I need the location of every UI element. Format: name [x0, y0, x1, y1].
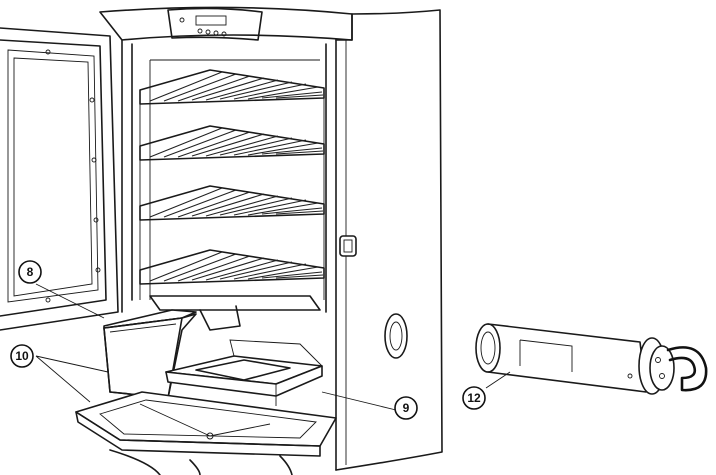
leader-8 — [35, 283, 105, 319]
control-button-icon — [197, 28, 203, 34]
rack-3 — [139, 185, 325, 221]
chip-chute — [199, 305, 241, 331]
control-button-icon — [179, 17, 185, 23]
rack-2 — [139, 125, 325, 161]
door-window — [7, 49, 99, 303]
control-button-icon — [213, 30, 219, 36]
leader-10 — [35, 355, 109, 403]
side-vent — [384, 313, 408, 359]
leader-12 — [485, 371, 511, 389]
door-window-inner — [13, 57, 93, 297]
callout-8-label: 8 — [27, 265, 34, 279]
smoker-door — [0, 27, 119, 331]
callout-12: 12 — [462, 386, 486, 410]
leader-9 — [321, 391, 397, 411]
door-latch-inner — [343, 239, 353, 253]
control-button-icon — [205, 29, 211, 35]
callout-8: 8 — [18, 260, 42, 284]
cooking-racks — [139, 69, 325, 331]
control-button-icon — [221, 31, 227, 37]
drip-tray — [75, 391, 337, 475]
door-seal — [0, 39, 107, 317]
lower-drip-shelf — [149, 295, 321, 311]
callout-9-label: 9 — [403, 401, 410, 415]
smoker-cabinet — [99, 6, 443, 471]
callout-10-label: 10 — [15, 349, 29, 363]
control-panel — [167, 7, 263, 41]
frame-top-right — [335, 13, 353, 41]
rack-1 — [139, 69, 325, 105]
callout-9: 9 — [394, 396, 418, 420]
rack-4 — [139, 249, 325, 285]
side-vent-inner — [389, 321, 403, 351]
cabinet-side-wall — [335, 9, 443, 471]
interior-back — [149, 59, 320, 300]
display-screen — [195, 15, 227, 26]
door-outer — [0, 27, 119, 331]
wood-chip-loader — [475, 323, 708, 395]
door-latch — [339, 235, 357, 257]
leader-lines — [35, 283, 511, 411]
water-bowl — [103, 309, 197, 399]
callout-10: 10 — [10, 344, 34, 368]
wood-chip-tray — [165, 339, 323, 406]
callout-12-label: 12 — [467, 391, 481, 405]
